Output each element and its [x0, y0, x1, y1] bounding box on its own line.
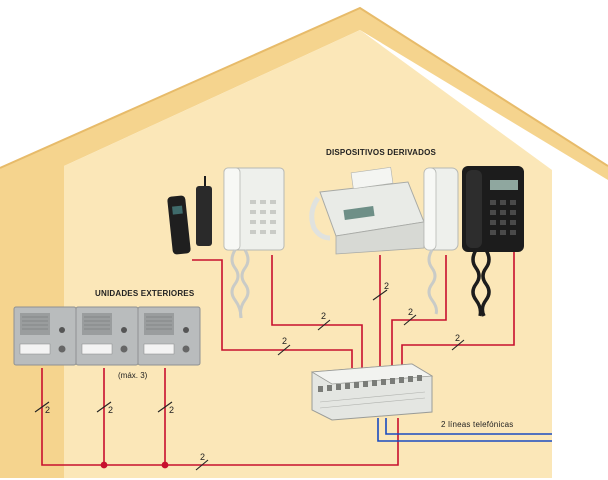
phone-lines [377, 418, 552, 442]
house-roof [0, 8, 608, 478]
count-black-phone: 2 [455, 333, 460, 343]
label-derived-devices: DISPOSITIVOS DERIVADOS [326, 148, 437, 157]
phone-line-1 [377, 418, 552, 442]
count-bottom-bus: 2 [200, 452, 205, 462]
count-wall-phone-2: 2 [408, 307, 413, 317]
red-wiring [41, 252, 515, 469]
outdoor-unit-2 [75, 306, 139, 366]
label-phone-lines: 2 líneas telefónicas [441, 420, 514, 429]
count-fax: 2 [384, 281, 389, 291]
count-panel-1: 2 [45, 405, 50, 415]
junction-dot-1 [100, 461, 108, 469]
count-wall-phone-1: 2 [321, 311, 326, 321]
outdoor-unit-1 [13, 306, 77, 366]
wall-phone-2 [423, 167, 459, 315]
wire-cordless-phone [192, 259, 353, 368]
black-phone [462, 166, 524, 317]
count-panel-3: 2 [169, 405, 174, 415]
count-cordless-phone: 2 [282, 336, 287, 346]
tick-marks [34, 289, 465, 471]
wall-phone-1 [223, 167, 285, 319]
phone-line-2 [385, 418, 552, 435]
label-outdoor-units: UNIDADES EXTERIORES [95, 289, 195, 298]
fax-machine [309, 166, 425, 255]
junction-dot-2 [161, 461, 169, 469]
wire-count-labels: 2 2 2 2 2 2 2 2 2 2 [45, 281, 460, 462]
wire-wall-phone-1 [271, 255, 363, 368]
central-unit [310, 363, 434, 421]
house-roof-edge [0, 6, 608, 169]
label-max-note: (máx. 3) [118, 371, 148, 380]
house [0, 6, 608, 478]
cordless-phone [167, 176, 212, 255]
house-wall [64, 30, 552, 478]
count-panel-2: 2 [108, 405, 113, 415]
outdoor-unit-3 [137, 306, 201, 366]
wire-wall-phone-2 [391, 255, 447, 368]
